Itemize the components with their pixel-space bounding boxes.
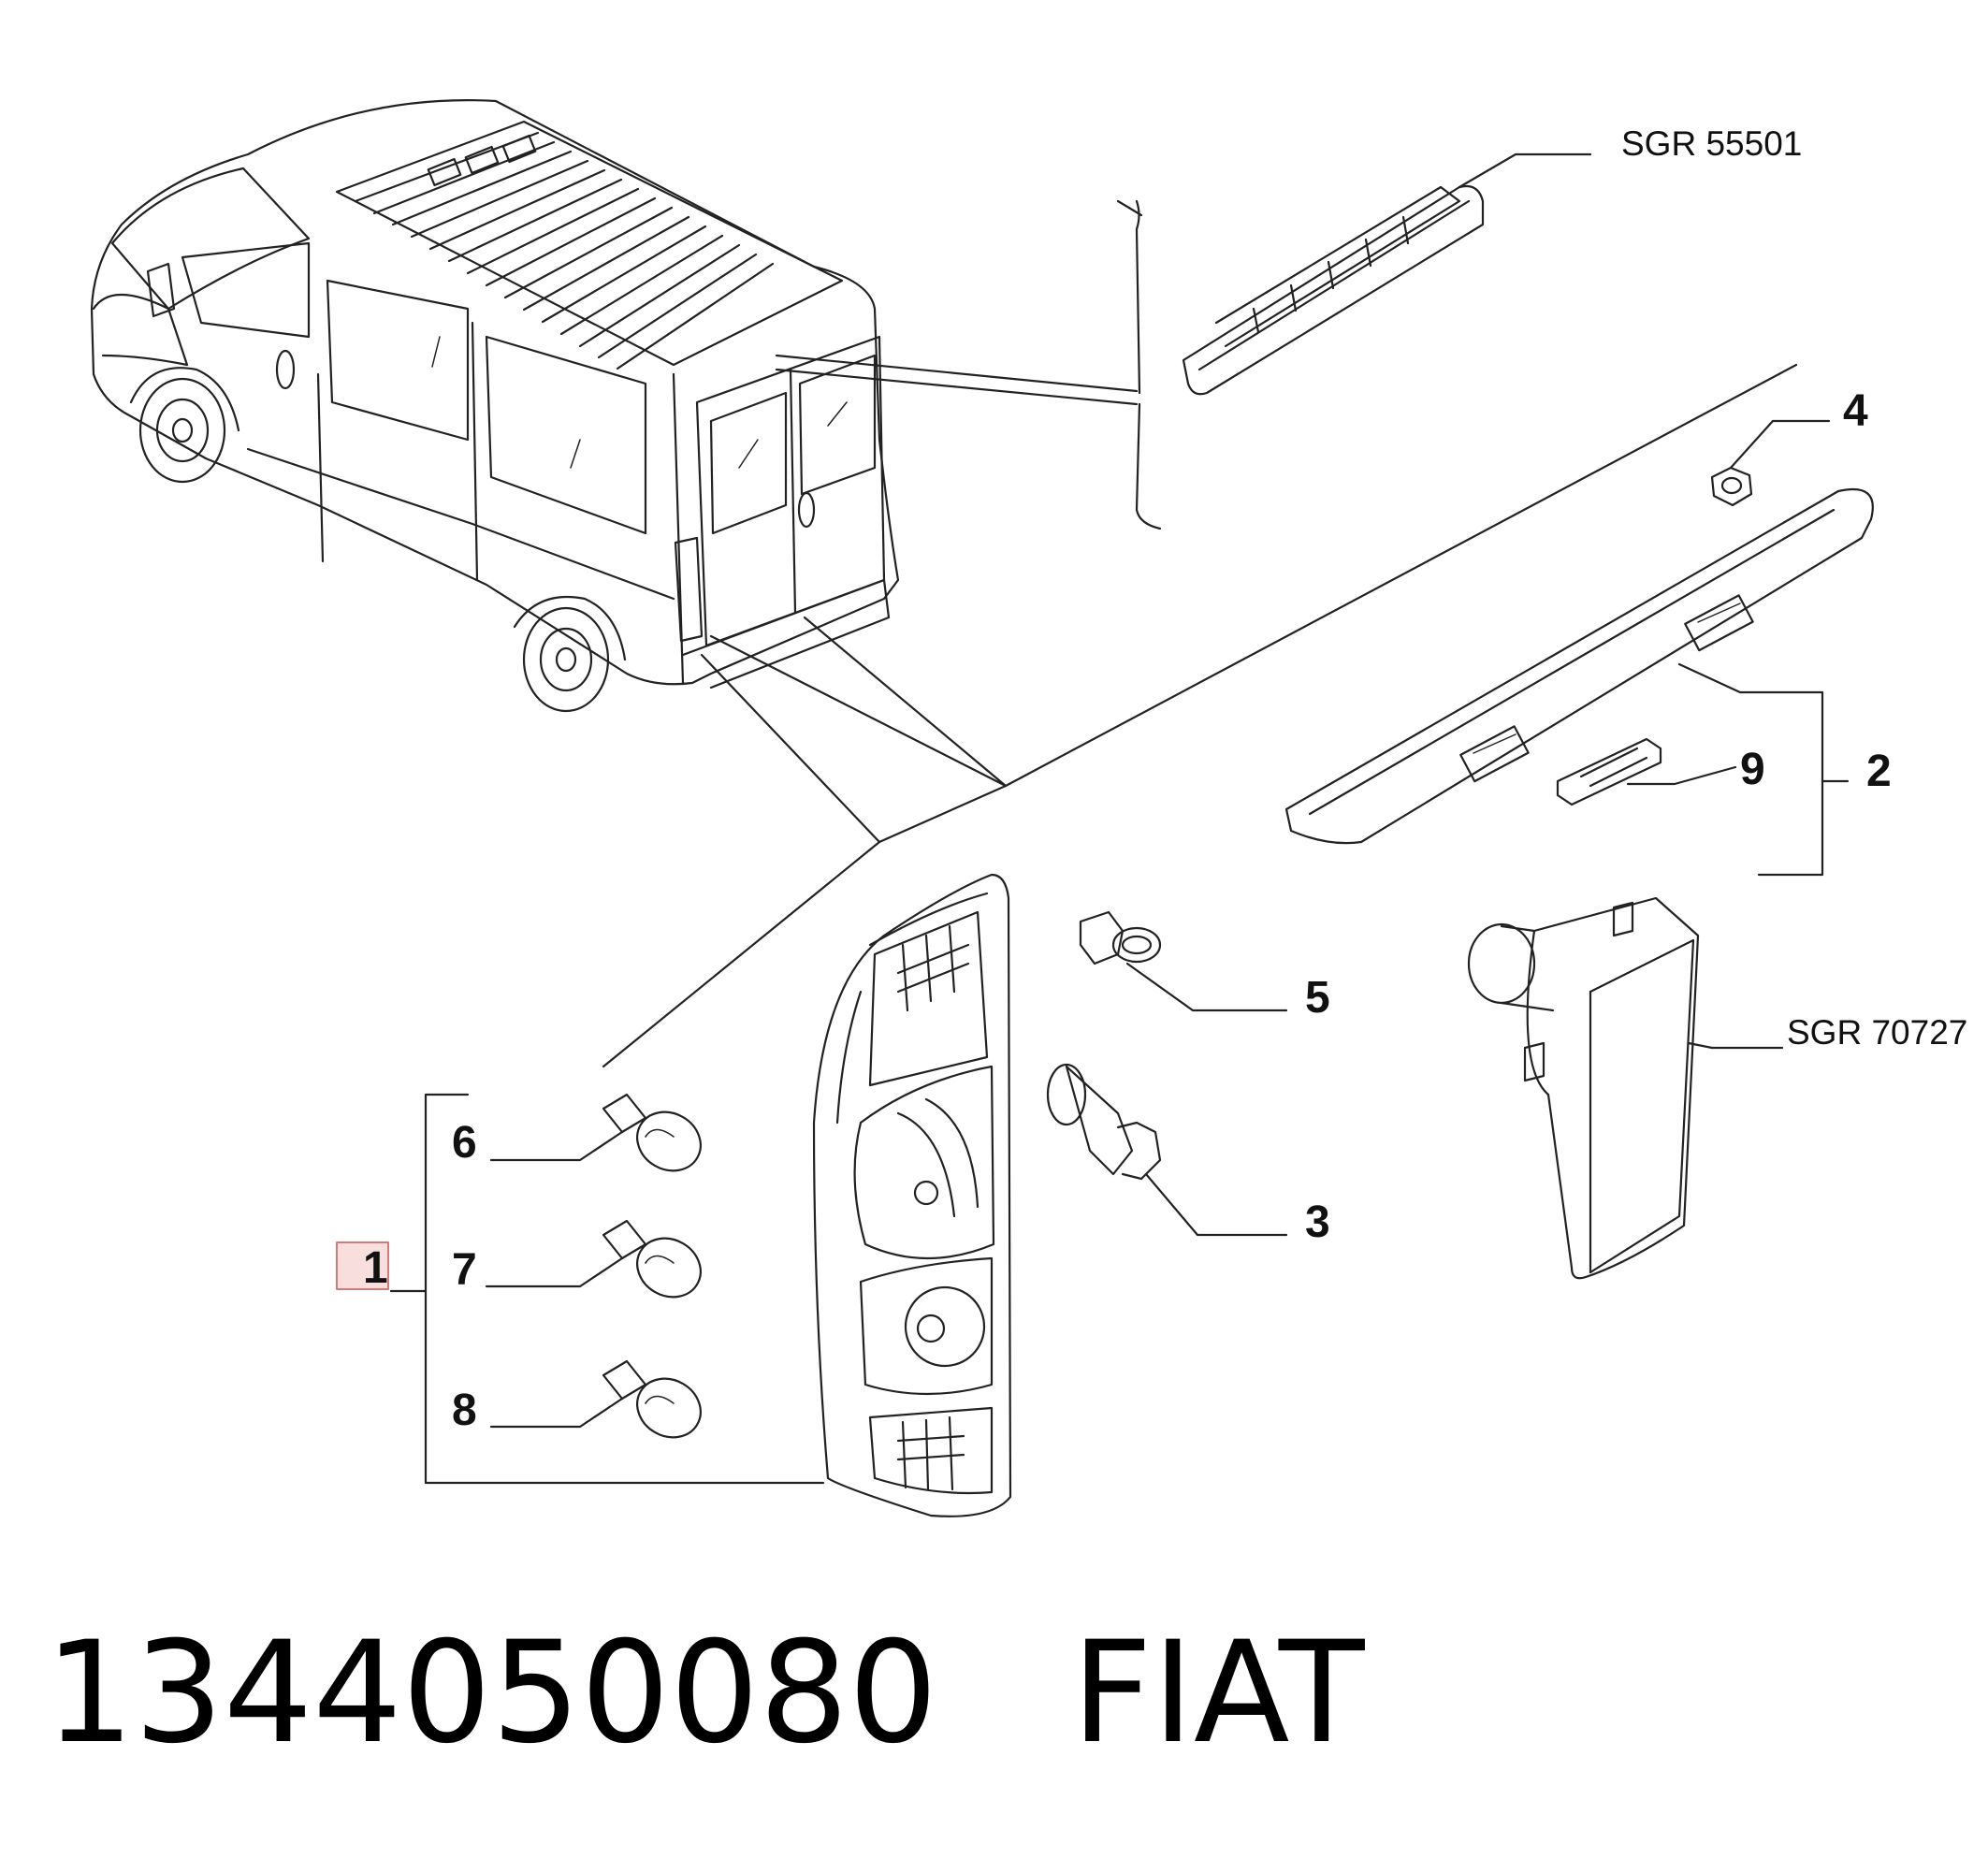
festoon-bulb [1556,737,1737,806]
callout-3: 3 [1305,1198,1330,1247]
leader-lines [602,199,1798,1068]
brand-name: FIAT [1071,1612,1365,1775]
sgr-70727-label: SGR 70727 [1787,1013,1967,1052]
bulb-6 [489,1093,702,1172]
van-illustration [90,99,900,713]
bracket-1 [389,1093,825,1485]
callout-2: 2 [1866,747,1892,796]
callout-6: 6 [452,1118,477,1168]
callout-8: 8 [452,1386,477,1435]
callout-1-highlight [336,1241,389,1290]
sgr-55501-label: SGR 55501 [1621,124,1802,163]
callout-7: 7 [452,1245,477,1295]
rear-lamp [812,873,1012,1517]
clip-part [1079,910,1288,1012]
bulb-7 [485,1219,702,1299]
plate-lamp-strip [1284,487,1874,877]
callout-1: 1 [363,1243,388,1293]
bulb-8 [489,1359,702,1439]
third-brake-light [1182,152,1592,396]
nut-part [1710,419,1831,507]
callout-9: 9 [1740,745,1765,794]
part-caption: 1344050080 FIAT [45,1623,1365,1764]
side-marker-lamp [1467,896,1784,1280]
part-number: 1344050080 [45,1612,938,1775]
callout-5: 5 [1305,973,1330,1023]
callout-4: 4 [1843,386,1868,436]
bolt-part [1046,1063,1288,1237]
